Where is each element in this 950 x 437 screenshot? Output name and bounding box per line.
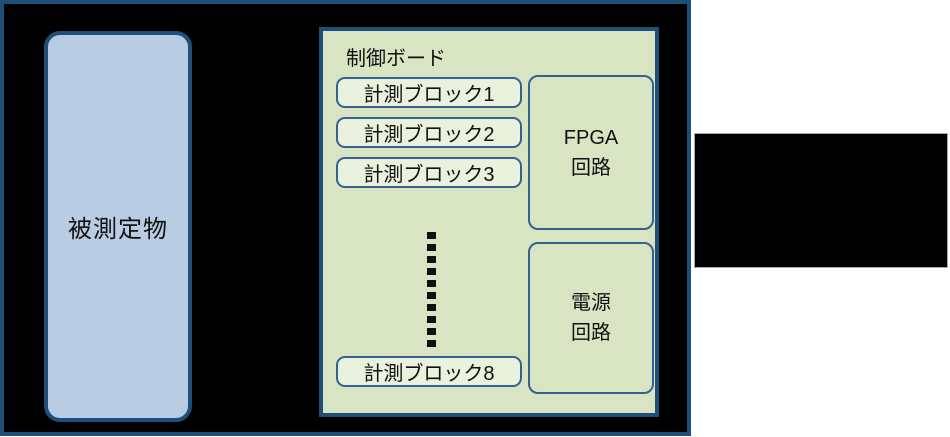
power-circuit-label-line2: 回路 — [571, 322, 611, 344]
power-circuit-label-line1: 電源 — [571, 292, 611, 314]
measurement-block-3: 計測ブロック3 — [336, 157, 522, 188]
system-enclosure-box: 被測定物 制御ボード 計測ブロック1 計測ブロック2 計測ブロック3 計測ブロッ… — [0, 0, 691, 436]
device-under-test-label: 被測定物 — [68, 216, 168, 243]
fpga-circuit-label-line2: 回路 — [571, 156, 611, 179]
power-circuit-box: 電源 回路 — [528, 242, 654, 394]
control-board-box: 制御ボード 計測ブロック1 計測ブロック2 計測ブロック3 計測ブロック8 FP… — [319, 27, 659, 417]
device-under-test-box: 被測定物 — [44, 31, 192, 422]
fpga-circuit-box: FPGA 回路 — [528, 75, 654, 230]
control-board-title: 制御ボード — [346, 48, 446, 70]
measurement-block-2: 計測ブロック2 — [336, 117, 522, 148]
redacted-black-rectangle — [694, 133, 948, 268]
fpga-circuit-label-line1: FPGA — [563, 126, 619, 149]
measurement-block-1: 計測ブロック1 — [336, 77, 522, 108]
vertical-ellipsis-dashes-icon — [427, 232, 436, 348]
measurement-block-8: 計測ブロック8 — [336, 356, 522, 387]
